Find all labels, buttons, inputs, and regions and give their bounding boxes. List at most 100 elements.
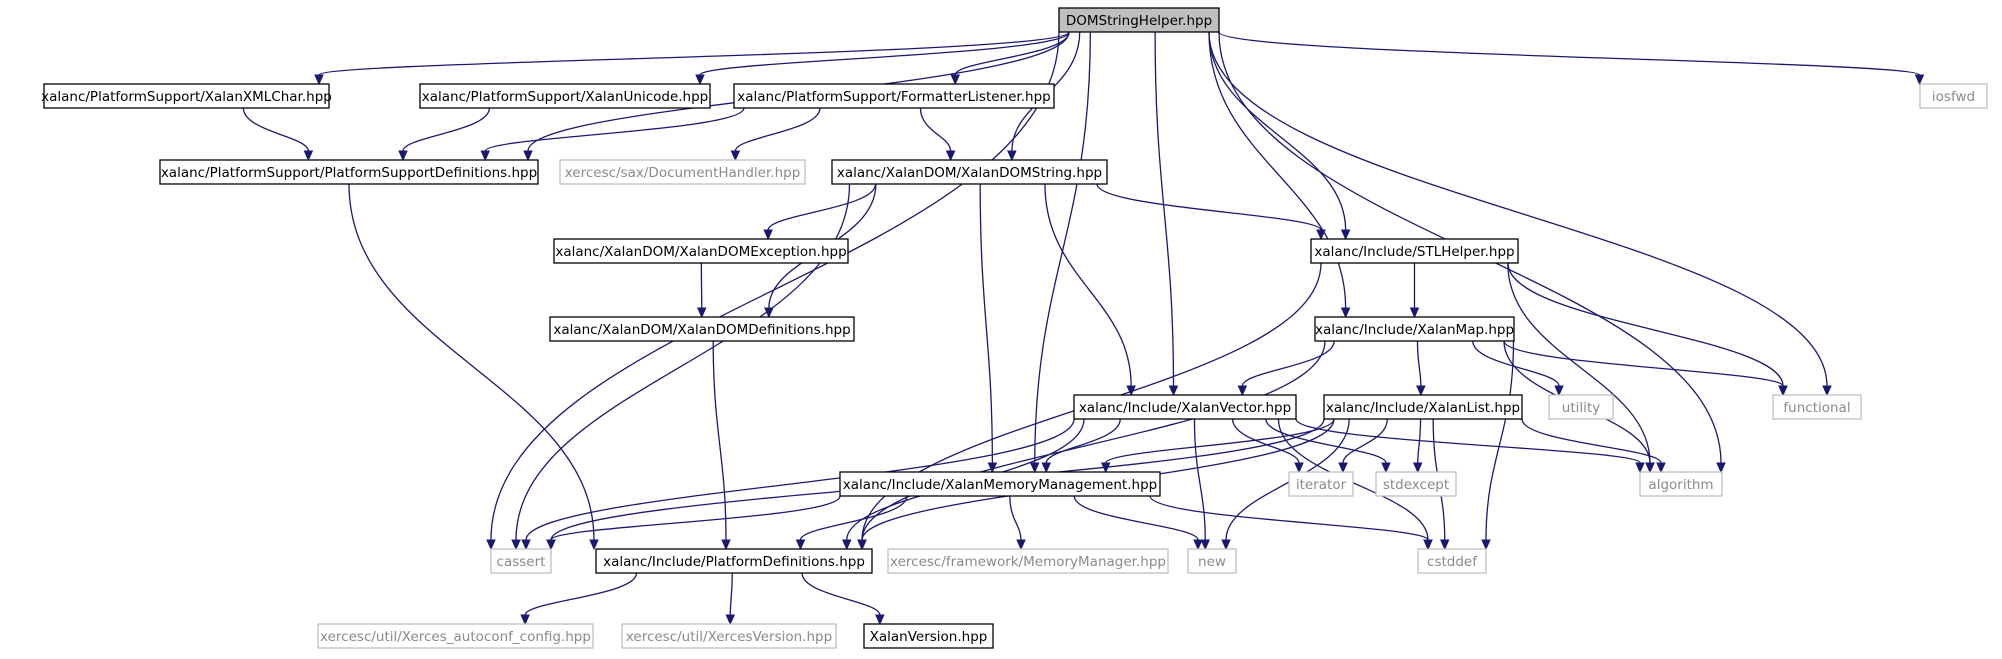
edge-line [919,107,952,152]
node-box [1375,471,1457,497]
node-box [1310,238,1519,264]
node-label: cstddef [1427,554,1478,570]
edge-XalanDOMString-to-STLHelper [1096,183,1326,241]
node-XalanDOMString[interactable]: xalanc/XalanDOM/XalanDOMString.hpp [831,159,1108,185]
node-box [1073,394,1297,420]
node-MemoryManager: xercesc/framework/MemoryManager.hpp [887,548,1169,574]
node-label: xalanc/XalanDOM/XalanDOMString.hpp [837,165,1102,181]
node-DOMStringHelper[interactable]: DOMStringHelper.hpp [1058,7,1220,33]
edge-XalanUnicode-to-PlatformSupportDefinitions [398,107,491,162]
node-XalanVector[interactable]: xalanc/Include/XalanVector.hpp [1073,394,1297,420]
edge-arrowhead [1316,229,1326,241]
edge-DOMStringHelper-to-STLHelper [1208,31,1351,241]
edge-XalanList-to-stdexcept [1412,418,1423,474]
edge-line [1507,262,1651,464]
edge-arrowhead [1409,307,1420,319]
edge-XalanVector-to-iterator [1231,418,1304,474]
node-label: xalanc/PlatformSupport/FormatterListener… [737,89,1050,105]
node-XalanDOMException[interactable]: xalanc/XalanDOM/XalanDOMException.hpp [553,238,849,264]
node-label: cassert [497,554,546,570]
node-PlatformSupportDefinitions[interactable]: xalanc/PlatformSupport/PlatformSupportDe… [159,159,539,185]
edge-line [1295,418,1641,464]
edge-arrowhead [764,307,774,319]
node-stdexcept: stdexcept [1375,471,1457,497]
node-box [887,548,1169,574]
node-XalanVersion[interactable]: XalanVersion.hpp [863,623,994,649]
edge-line [490,31,1060,541]
edge-arrowhead [1340,229,1351,241]
node-box [1314,316,1515,342]
edge-DOMStringHelper-to-iosfwd [1218,31,1925,86]
edge-line [1218,31,1921,76]
edge-XalanDOMDefinitions-to-PlatformDefinitions [712,340,731,551]
edge-arrowhead [1016,539,1026,551]
edge-arrowhead [1439,539,1450,551]
node-label: XalanVersion.hpp [870,629,988,645]
node-FormatterListener[interactable]: xalanc/PlatformSupport/FormatterListener… [733,83,1055,109]
edge-line [801,572,881,616]
edge-arrowhead [1193,539,1203,551]
node-box [733,83,1055,109]
edge-arrowhead [1200,539,1211,551]
edge-line [525,418,1075,541]
edge-line [1208,31,1347,231]
edge-arrowhead [1168,385,1179,397]
node-XalanMemoryManagement[interactable]: xalanc/Include/XalanMemoryManagement.hpp [839,471,1161,497]
node-box [1639,471,1723,497]
edge-arrowhead [721,539,731,551]
edge-arrowhead [303,150,314,162]
node-label: xercesc/sax/DocumentHandler.hpp [565,165,801,181]
edge-STLHelper-to-XalanMap [1409,262,1420,319]
edge-arrowhead [511,539,521,551]
edge-arrowhead [1645,462,1655,474]
edge-line [1009,495,1022,541]
node-label: xalanc/PlatformSupport/XalanXMLChar.hpp [41,89,332,105]
node-XalanList[interactable]: xalanc/Include/XalanList.hpp [1323,394,1523,420]
edge-XalanXMLChar-to-PlatformSupportDefinitions [242,107,314,162]
node-box [863,623,994,649]
edge-DOMStringHelper-to-FormatterListener [950,31,1070,86]
node-XalanXMLChar[interactable]: xalanc/PlatformSupport/XalanXMLChar.hpp [41,83,332,109]
edge-line [799,495,908,541]
edge-arrowhead [1007,150,1017,162]
node-box [1323,394,1523,420]
edge-XalanMemoryManagement-to-PlatformDefinitions [795,495,908,551]
edge-arrowhead [1412,462,1423,474]
edge-XalanMemoryManagement-to-new [1073,495,1203,551]
edge-line [767,183,877,231]
edge-DOMStringHelper-to-XalanVector [1154,31,1179,397]
edge-arrowhead [730,150,741,162]
edge-arrowhead [841,539,852,551]
edge-line [1521,418,1662,464]
edge-STLHelper-to-functional [1507,262,1788,397]
edge-arrowhead [1481,539,1491,551]
node-XalanUnicode[interactable]: xalanc/PlatformSupport/XalanUnicode.hpp [419,83,711,109]
node-new: new [1187,548,1237,574]
node-XalanMap[interactable]: xalanc/Include/XalanMap.hpp [1314,316,1515,342]
node-box [831,159,1108,185]
node-STLHelper[interactable]: xalanc/Include/STLHelper.hpp [1310,238,1519,264]
node-cassert: cassert [490,548,552,574]
node-label: utility [1562,400,1600,416]
edge-arrowhead [987,462,998,474]
node-label: xalanc/Include/STLHelper.hpp [1314,244,1514,260]
edge-XalanList-to-algorithm [1521,418,1666,474]
edge-XalanDOMException-to-XalanDOMDefinitions [696,262,707,319]
edge-arrowhead [725,614,736,626]
node-algorithm: algorithm [1639,471,1723,497]
edge-line [1231,418,1300,464]
node-label: xercesc/framework/MemoryManager.hpp [890,554,1166,570]
edge-STLHelper-to-algorithm [1507,262,1655,474]
edge-XalanDOMString-to-XalanVector [1044,183,1136,397]
edge-line [1416,340,1422,387]
node-PlatformDefinitions[interactable]: xalanc/Include/PlatformDefinitions.hpp [595,548,873,574]
edge-line [954,31,1070,76]
edge-arrowhead [1338,462,1348,474]
edge-XalanMemoryManagement-to-cassert [546,495,841,551]
edge-line [484,107,745,152]
node-XalanDOMDefinitions[interactable]: xalanc/XalanDOM/XalanDOMDefinitions.hpp [549,316,855,342]
edge-DOMStringHelper-to-XalanMap [1208,31,1351,319]
edge-arrowhead [1237,385,1248,397]
node-DocumentHandler: xercesc/sax/DocumentHandler.hpp [559,159,806,185]
